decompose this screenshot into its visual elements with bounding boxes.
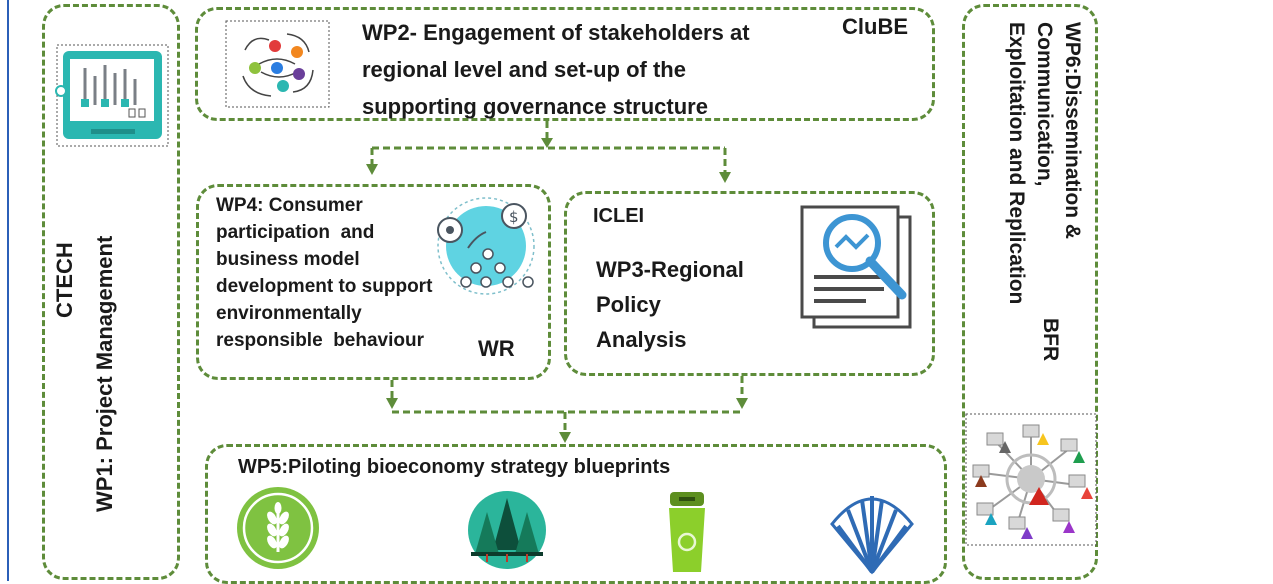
wp3-title: WP3-Regional Policy Analysis (596, 252, 744, 357)
wp5-title: WP5:Piloting bioeconomy strategy bluepri… (238, 456, 671, 478)
wp2-partner-label: CluBE (842, 14, 908, 39)
wp2-title-line-3: supporting governance structure (362, 94, 708, 119)
arrowhead-wp3 (719, 172, 731, 183)
wp4-title-line-5: environmentally (216, 303, 362, 324)
wp6-partner-label: BFR (1039, 318, 1062, 362)
arrowhead-wp5 (559, 432, 571, 443)
wp4-title: WP4: Consumer participation and business… (216, 192, 432, 354)
wp1-box (42, 4, 180, 580)
wp2-title-line-2: regional level and set-up of the (362, 57, 686, 82)
wp2-box (195, 7, 935, 121)
wp2-title: WP2- Engagement of stakeholders at regio… (362, 14, 750, 125)
wp4-box (196, 184, 551, 380)
wp5-forest-icon (467, 490, 547, 570)
arrowhead-wp2 (541, 138, 553, 148)
wp4-title-line-6: responsible behaviour (216, 330, 424, 351)
wp3-box (564, 191, 935, 376)
wp2-stakeholder-network-icon (225, 20, 330, 108)
wp6-box (962, 4, 1098, 580)
wp2-title-line-1: WP2- Engagement of stakeholders at (362, 20, 750, 45)
wp6-title-line-3: Exploitation and Replication (1005, 22, 1028, 305)
wp4-title-line-4: development to support (216, 276, 433, 297)
svg-text:$: $ (509, 208, 519, 226)
wp6-title-line-2: Communication, (1033, 22, 1056, 187)
wp3-partner-label: ICLEI (593, 205, 645, 227)
page-left-rule (7, 0, 9, 581)
wp5-waste-bin-icon (664, 490, 710, 574)
arrowhead-wp4 (366, 164, 378, 175)
wp6-dissemination-network-icon (965, 413, 1097, 546)
wp1-project-management-icon (55, 43, 170, 148)
wp4-title-line-2: participation and (216, 222, 375, 243)
wp6-title-line-1: WP6:Dissemination & (1061, 22, 1084, 240)
wp3-title-line-2: Policy (596, 292, 661, 317)
wp4-innovation-finance-icon: $ (428, 192, 540, 296)
wp4-title-line-3: business model (216, 249, 360, 270)
wp4-partner-label: WR (478, 336, 515, 361)
wp3-policy-analysis-icon (796, 203, 920, 331)
wp5-agriculture-icon (236, 486, 320, 570)
wp5-seashell-icon (828, 486, 916, 576)
arrowhead-from-wp3 (736, 398, 748, 409)
wp3-title-line-3: Analysis (596, 327, 687, 352)
wp4-title-line-1: WP4: Consumer (216, 195, 363, 216)
wp3-title-line-1: WP3-Regional (596, 257, 744, 282)
arrowhead-from-wp4 (386, 398, 398, 409)
wp6-title: WP6:Dissemination & Communication, Explo… (1005, 22, 1086, 304)
